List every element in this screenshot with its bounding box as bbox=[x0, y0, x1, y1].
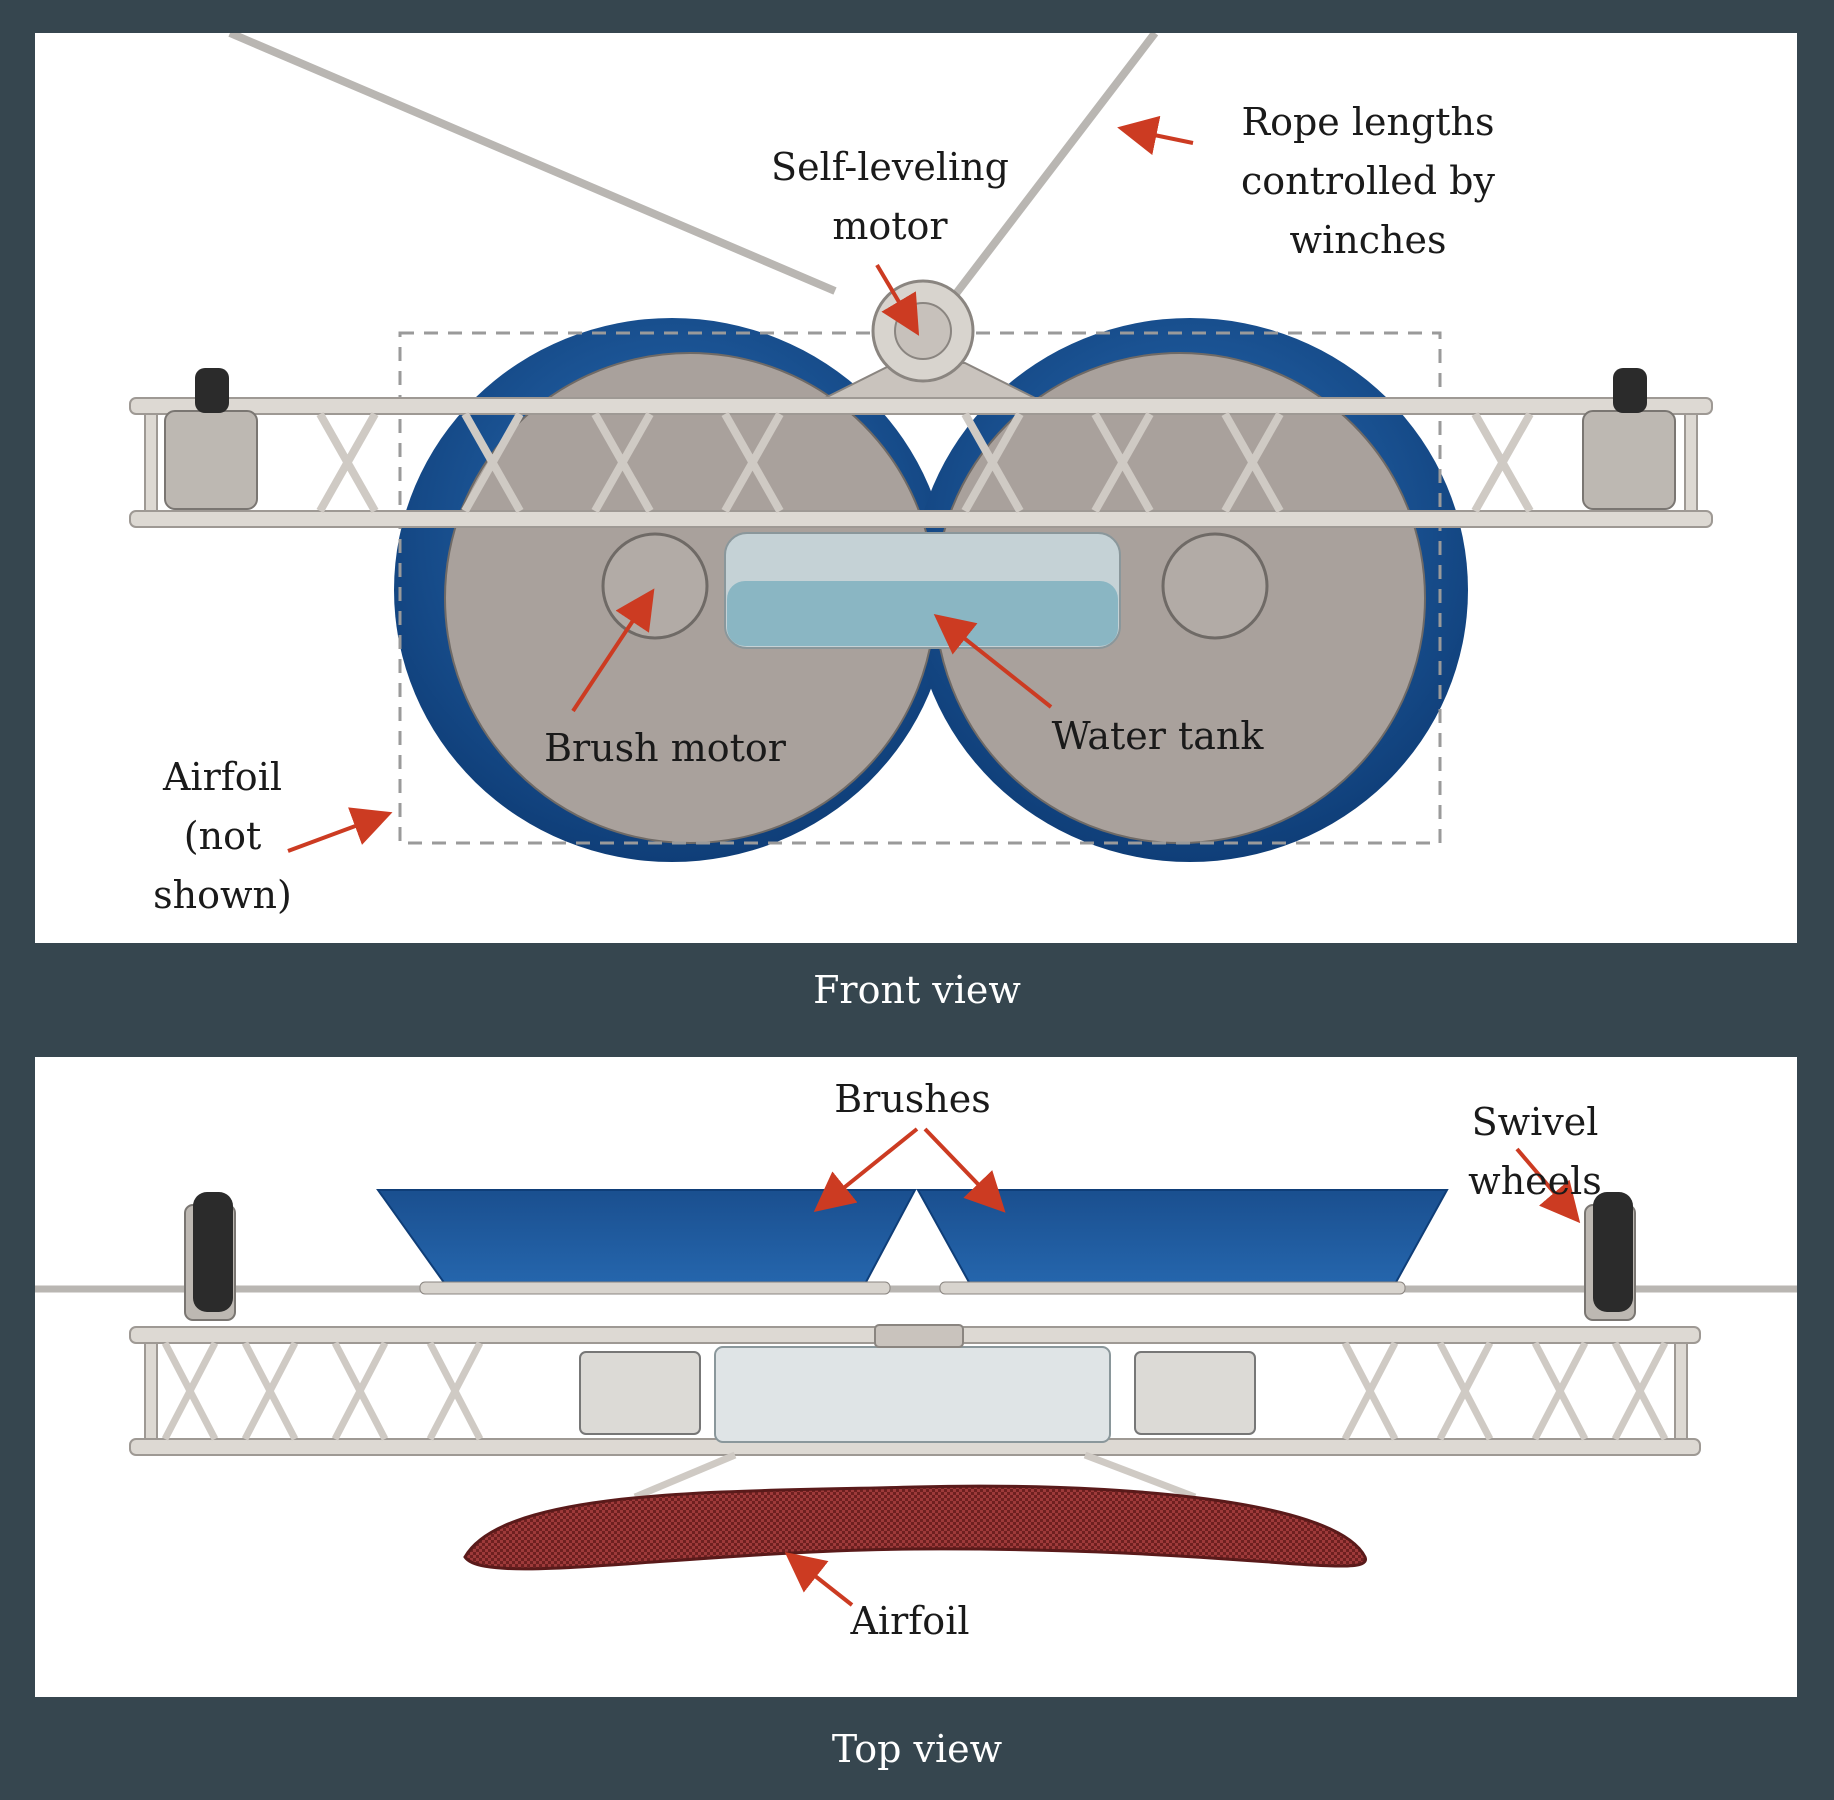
truss-diagonals bbox=[316, 412, 1534, 513]
arrow-swivel-wheels bbox=[1515, 1147, 1581, 1224]
rope-left bbox=[228, 33, 837, 295]
water-tank-top bbox=[714, 1346, 1111, 1443]
arrow-brushes-right bbox=[923, 1127, 1006, 1213]
brush-motor-left-top bbox=[579, 1351, 701, 1435]
front-view-caption: Front view bbox=[813, 968, 1021, 1012]
swivel-wheel-right bbox=[1584, 1192, 1636, 1321]
label-airfoil-not-shown: Airfoil (not shown) bbox=[153, 755, 292, 917]
front-view-panel: Rope lengths controlled by winches Self-… bbox=[35, 33, 1797, 943]
truss-diagonals-top bbox=[161, 1341, 1669, 1441]
brush-plate-right bbox=[939, 1281, 1406, 1295]
top-view-drawing bbox=[35, 1127, 1797, 1607]
label-airfoil: Airfoil bbox=[850, 1599, 970, 1643]
arrow-water-tank bbox=[933, 614, 1053, 709]
water-level bbox=[727, 581, 1118, 646]
brush-left-top bbox=[376, 1189, 917, 1285]
label-self-leveling-motor: Self-leveling motor bbox=[771, 145, 1009, 248]
rope-right bbox=[951, 33, 1159, 298]
top-view-caption: Top view bbox=[831, 1727, 1003, 1771]
right-wheel-assembly bbox=[1582, 368, 1676, 510]
arrow-self-leveling bbox=[875, 263, 920, 336]
brush-motor-right bbox=[1161, 532, 1269, 640]
brush-plate-left bbox=[419, 1281, 891, 1295]
label-rope-lengths: Rope lengths controlled by winches bbox=[1241, 100, 1495, 262]
arrow-airfoil-top bbox=[784, 1552, 854, 1607]
label-swivel-wheels: Swivel wheels bbox=[1468, 1100, 1602, 1203]
arrow-brush-motor bbox=[571, 588, 655, 713]
swivel-wheel-left bbox=[184, 1192, 236, 1321]
self-leveling-motor-top bbox=[874, 1324, 964, 1348]
front-view-drawing bbox=[129, 33, 1713, 862]
airfoil-outline bbox=[398, 331, 1442, 845]
arrow-brushes-left bbox=[813, 1127, 919, 1213]
label-water-tank: Water tank bbox=[1051, 714, 1264, 758]
brush-motor-left bbox=[601, 532, 709, 640]
brush-motor-right-top bbox=[1134, 1351, 1256, 1435]
airfoil-struts bbox=[633, 1451, 1197, 1501]
label-brush-motor: Brush motor bbox=[544, 726, 786, 770]
arrow-airfoil-front bbox=[287, 807, 393, 853]
top-view-panel: Brushes Swivel wheels Airfoil bbox=[35, 1057, 1797, 1697]
airfoil-top bbox=[463, 1484, 1367, 1571]
arrow-rope bbox=[1117, 115, 1194, 156]
left-wheel-assembly bbox=[164, 368, 258, 510]
label-brushes: Brushes bbox=[834, 1077, 991, 1121]
truss-frame bbox=[129, 397, 1713, 528]
